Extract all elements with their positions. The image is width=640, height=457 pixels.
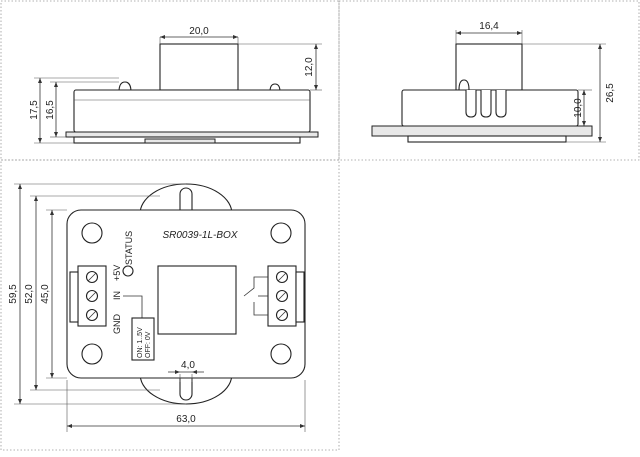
note-off: OFF: 0V (145, 331, 152, 358)
label-in: IN (112, 291, 122, 300)
board-title: SR0039-1L-BOX (162, 230, 237, 241)
front-dim-height-top: 12,0 (304, 57, 315, 77)
side-dim-width: 16,4 (479, 21, 499, 32)
input-note-box (131, 317, 155, 361)
front-dim-outer-height: 17,5 (29, 100, 40, 120)
mount-hole-tr (270, 222, 292, 244)
front-view: 20,0 12,0 17,5 16,5 (29, 26, 322, 144)
side-base-plate (371, 125, 593, 137)
mount-hole-br (270, 343, 292, 365)
front-dim-width: 20,0 (189, 26, 209, 37)
top-view: SR0039-1L-BOX +5V STATUS IN GND (8, 183, 306, 432)
label-plus5v: +5V (112, 265, 122, 281)
dim-height-outer: 59,5 (8, 284, 19, 304)
dim-slot-width: 4,0 (181, 360, 195, 371)
front-base-plate (65, 131, 319, 138)
front-dim-inner-height: 16,5 (45, 100, 56, 120)
front-relay-block (159, 43, 239, 91)
side-dim-total-height: 26,5 (605, 83, 616, 103)
side-terminal-2 (480, 90, 492, 118)
dim-board-width: 63,0 (176, 414, 196, 425)
in-lead (123, 295, 143, 318)
side-dim-mid-height: 10,0 (573, 98, 584, 118)
side-view: 16,4 26,5 10,0 (371, 21, 616, 143)
label-status: STATUS (124, 231, 134, 265)
side-bottom-plate (407, 135, 567, 143)
mount-hole-tl (81, 222, 103, 244)
top-slot-upper (179, 187, 193, 214)
top-relay (157, 265, 237, 335)
note-on: ON: 1..5V (137, 327, 144, 358)
side-view-frame (338, 0, 640, 161)
side-terminal-1 (465, 90, 477, 118)
front-main-box (73, 89, 311, 133)
side-terminal-3 (495, 90, 507, 118)
top-slot-lower (179, 374, 193, 401)
dim-height-inner: 45,0 (40, 284, 51, 304)
mount-hole-bl (81, 343, 103, 365)
top-view-frame (0, 159, 340, 451)
side-led (458, 79, 470, 91)
dim-height-mid: 52,0 (24, 284, 35, 304)
front-bottom-pad (144, 138, 216, 144)
relay-contact-symbol (243, 276, 268, 297)
label-gnd: GND (112, 314, 122, 335)
status-led (122, 265, 134, 277)
